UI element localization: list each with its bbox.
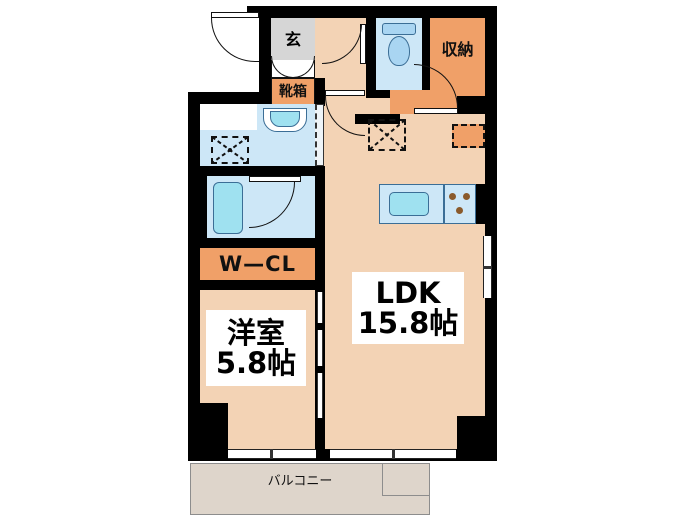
bedroom-size: 5.8帖 xyxy=(215,346,297,380)
walk-in-closet xyxy=(200,248,315,280)
wall-toilet-right xyxy=(422,18,430,90)
stove-burner-1 xyxy=(449,193,456,200)
exterior-wall-right xyxy=(485,6,497,461)
balcony-label: バルコニー xyxy=(267,474,333,490)
balcony-area-right xyxy=(382,463,430,496)
partition-stop-top xyxy=(316,323,324,330)
stove-burner-2 xyxy=(463,193,470,200)
wall-toilet-left xyxy=(366,18,376,90)
exterior-wall-left-step xyxy=(188,92,271,104)
wall-wcl-bottom xyxy=(200,280,315,290)
structural-column-upper-right-mid xyxy=(457,96,485,114)
exterior-wall-left-upper xyxy=(259,6,271,98)
kitchen-stove xyxy=(443,184,476,224)
storage-label: 収納 xyxy=(441,39,474,59)
bedroom-window-mullion xyxy=(270,449,273,459)
bedroom-name: 洋室 xyxy=(226,315,285,350)
storage-door-panel[interactable] xyxy=(414,108,458,114)
kitchen-sink xyxy=(389,192,429,216)
wall-shoebox-right xyxy=(315,78,325,106)
wall-kitchen-right xyxy=(476,184,485,224)
wall-bath-right xyxy=(315,166,325,238)
bathroom-door-panel[interactable] xyxy=(249,176,301,182)
hall-door-panel[interactable] xyxy=(325,90,365,96)
exterior-wall-top xyxy=(259,6,497,18)
ldk-size: 15.8帖 xyxy=(357,306,459,340)
refrigerator-space xyxy=(368,119,406,151)
partition-stop-mid xyxy=(316,366,324,373)
washing-machine-cross-icon xyxy=(211,136,249,164)
ldk-window-bottom-mullion xyxy=(392,449,395,459)
wall-bath-left xyxy=(200,176,207,238)
ldk-name: LDK xyxy=(375,275,441,310)
kitchen-counter-divider xyxy=(443,184,445,224)
toilet-tank xyxy=(382,23,416,35)
bathtub xyxy=(213,182,243,234)
toilet-bowl xyxy=(388,36,410,66)
walk-in-closet-label: W—CL xyxy=(219,251,296,276)
bedroom-label: 洋室 5.8帖 xyxy=(206,310,306,386)
partition-stop-bottom xyxy=(316,418,325,449)
wall-bath-bottom xyxy=(200,238,325,248)
entrance-label: 玄 xyxy=(284,29,301,49)
exterior-wall-left-lower xyxy=(188,92,200,461)
ldk-label: LDK 15.8帖 xyxy=(352,272,464,344)
entry-door-swing-arc xyxy=(211,18,259,62)
refrigerator-cross-icon xyxy=(368,119,406,151)
stove-burner-3 xyxy=(456,207,463,214)
ldk-window-mullion xyxy=(483,266,492,269)
toilet-door-panel[interactable] xyxy=(360,24,366,64)
wall-washroom-bottom xyxy=(200,166,315,176)
upper-cabinet-space xyxy=(452,124,485,148)
washing-machine-space xyxy=(211,136,249,164)
washbasin-bowl xyxy=(270,111,300,127)
structural-column-bedroom xyxy=(200,403,228,449)
shoebox-label: 靴箱 xyxy=(279,83,307,100)
structural-column-right xyxy=(457,416,485,449)
washroom-sliding-door[interactable] xyxy=(315,104,324,166)
